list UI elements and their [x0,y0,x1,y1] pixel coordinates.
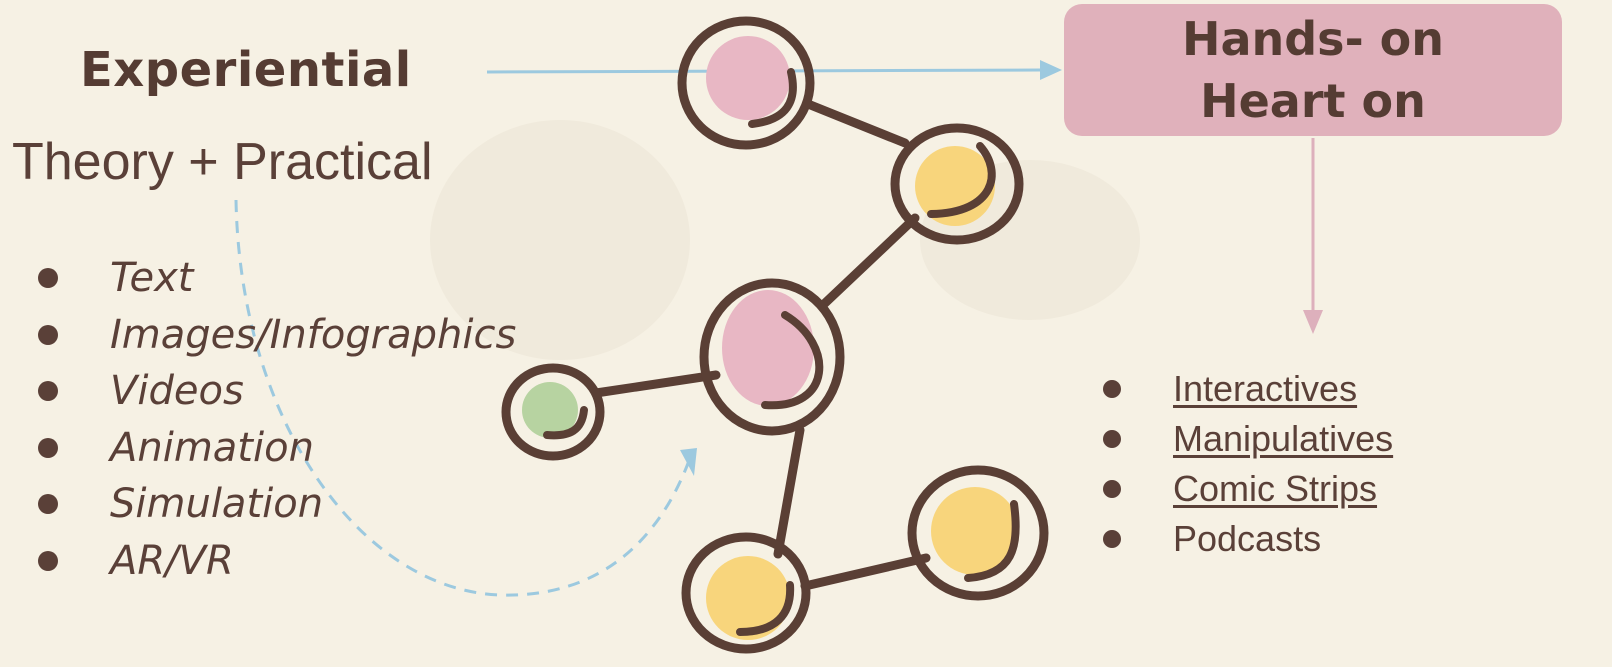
manipulatives-link[interactable]: Manipulatives [1173,418,1394,459]
interactives-link[interactable]: Interactives [1173,368,1358,409]
atom-bottom-right-yellow [907,465,1049,601]
list-item-label: Animation [110,424,314,471]
arrow-head [1040,60,1062,80]
hands-on-box: Hands- on Heart on [1064,4,1562,136]
bullet-icon [1103,480,1121,498]
bullet-icon [1103,430,1121,448]
dashed-arrow-head [680,448,697,476]
atom-top-pink [677,16,815,150]
hands-on-line: Hands- on [1181,12,1445,66]
bullet-icon [38,381,58,402]
dashed-arrow [234,199,692,597]
media-list: Text Images/Infographics Videos Animatio… [38,250,516,589]
atom-left-green [501,363,605,461]
bullet-icon [38,437,58,458]
list-item: Simulation [38,476,516,533]
list-item-label: Images/Infographics [110,311,517,358]
list-item[interactable]: Manipulatives [1103,414,1393,464]
bullet-icon [38,494,58,515]
podcasts-label: Podcasts [1173,518,1322,559]
list-item: Podcasts [1103,514,1393,564]
list-item[interactable]: Comic Strips [1103,464,1393,514]
list-item-label: Simulation [110,481,324,528]
list-item: AR/VR [38,533,516,590]
arrow-head [1303,310,1323,334]
list-item-label: Text [110,255,194,302]
molecule-bonds [591,99,931,591]
bullet-icon [38,550,58,571]
bullet-icon [38,268,58,289]
list-item-label: Videos [110,368,244,415]
background-blob [430,120,690,360]
list-item: Images/Infographics [38,307,516,364]
heart-on-line: Heart on [1200,74,1426,128]
activity-list: Interactives Manipulatives Comic Strips … [1103,364,1393,564]
bullet-icon [38,324,58,345]
experiential-title: Experiential [80,42,412,98]
list-item: Animation [38,420,516,477]
atom-center-pink [699,278,845,436]
list-item: Text [38,250,516,307]
list-item[interactable]: Interactives [1103,364,1393,414]
list-item: Videos [38,363,516,420]
bullet-icon [1103,530,1121,548]
list-item-label: AR/VR [110,537,234,584]
bullet-icon [1103,380,1121,398]
theory-practical-subtitle: Theory + Practical [12,133,433,191]
atom-bottom-yellow [681,532,811,654]
comic-strips-link[interactable]: Comic Strips [1173,468,1378,509]
atom-right-yellow [890,123,1024,245]
